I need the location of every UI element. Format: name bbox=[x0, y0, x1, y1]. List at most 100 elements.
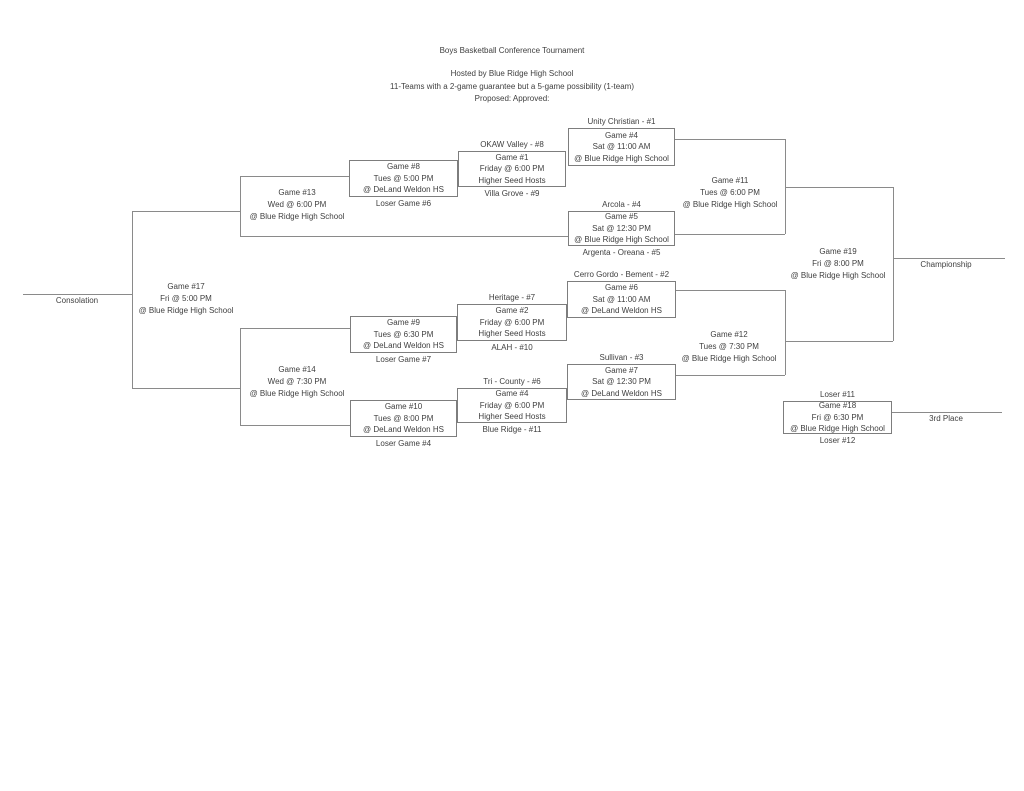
game-9-slot-text-2: @ DeLand Weldon HS bbox=[363, 341, 444, 351]
game-2-slot-text-2: Higher Seed Hosts bbox=[478, 329, 546, 339]
game-10-slot-text-2: @ DeLand Weldon HS bbox=[363, 425, 444, 435]
game-17-label-text-2: @ Blue Ridge High School bbox=[138, 306, 234, 315]
game-12-label-text-0: Game #12 bbox=[710, 330, 748, 339]
game-5-slot-text-1: Sat @ 12:30 PM bbox=[592, 223, 651, 233]
game-5-slot-text-0: Game #5 bbox=[605, 212, 638, 222]
game-13-label-text-0: Game #13 bbox=[278, 188, 316, 197]
page-title: Boys Basketball Conference Tournament bbox=[439, 46, 585, 55]
game-9-slot-seed-below: Loser Game #7 bbox=[375, 355, 432, 364]
game-14-left-line bbox=[240, 328, 241, 425]
consolation-label-text-0: Consolation bbox=[55, 296, 99, 305]
game-14-top-line bbox=[240, 328, 350, 329]
game-14-bottom-line bbox=[240, 425, 350, 426]
format-subtitle: 11-Teams with a 2-game guarantee but a 5… bbox=[390, 82, 634, 91]
game-13-label-text-2: @ Blue Ridge High School bbox=[249, 212, 345, 221]
game-6-slot-text-2: @ DeLand Weldon HS bbox=[581, 306, 662, 316]
game-11-to-game-19-line bbox=[785, 187, 893, 188]
game-12-to-game-19-line bbox=[785, 341, 893, 342]
game-5-to-game-11-line bbox=[675, 234, 785, 235]
game-8-slot-seed-below: Loser Game #6 bbox=[375, 199, 432, 208]
championship-label: Championship bbox=[920, 259, 971, 271]
game-18-slot-seed-below: Loser #12 bbox=[819, 436, 856, 445]
game-18-slot-text-1: Fri @ 6:30 PM bbox=[811, 412, 864, 422]
game-5-slot-seed-below: Argenta - Oreana - #5 bbox=[582, 248, 661, 257]
championship-line bbox=[893, 258, 1005, 259]
game-14-label-text-2: @ Blue Ridge High School bbox=[249, 389, 345, 398]
game-17-label-text-0: Game #17 bbox=[167, 282, 205, 291]
game-9-slot-text-1: Tues @ 6:30 PM bbox=[373, 329, 434, 339]
game-5-slot-seed-above: Arcola - #4 bbox=[602, 200, 641, 209]
game-7-slot-text-1: Sat @ 12:30 PM bbox=[592, 377, 651, 387]
consolation-label: Consolation bbox=[56, 295, 98, 307]
consolation-line bbox=[23, 294, 132, 295]
game-18-slot-seed-above: Loser #11 bbox=[820, 390, 855, 399]
game-2-slot-seed-below: ALAH - #10 bbox=[491, 343, 533, 352]
game-17-label-text-1: Fri @ 5:00 PM bbox=[160, 294, 212, 303]
hosted-by-subtitle: Hosted by Blue Ridge High School bbox=[450, 69, 574, 78]
game-1-slot-seed-above: OKAW Valley - #8 bbox=[480, 140, 544, 149]
game-13-left-line bbox=[240, 176, 241, 236]
game-4-lower-slot-seed-above: Tri - County - #6 bbox=[483, 377, 541, 386]
game-8-slot-text-0: Game #8 bbox=[387, 162, 420, 172]
game-11-label-text-1: Tues @ 6:00 PM bbox=[700, 188, 760, 197]
game-4-upper-slot-text-1: Sat @ 11:00 AM bbox=[592, 142, 651, 152]
game-4-lower-slot-text-1: Friday @ 6:00 PM bbox=[479, 400, 545, 410]
game-19-label-text-0: Game #19 bbox=[819, 247, 857, 256]
game-4-lower-slot-text-2: Higher Seed Hosts bbox=[478, 412, 546, 422]
game-4-to-game-11-line bbox=[675, 139, 785, 140]
game-7-to-game-12-line bbox=[676, 375, 785, 376]
game-10-slot-text-1: Tues @ 8:00 PM bbox=[373, 413, 434, 423]
game-7-slot: Game #7 Sat @ 12:30 PM@ DeLand Weldon HS bbox=[567, 364, 676, 400]
game-6-to-game-12-line bbox=[676, 290, 785, 291]
game-2-slot-text-0: Game #2 bbox=[495, 306, 529, 316]
game-19-spine bbox=[893, 187, 894, 341]
game-19-label-text-1: Fri @ 8:00 PM bbox=[812, 259, 864, 268]
spine-to-game-13-line bbox=[132, 211, 240, 212]
game-9-slot-text-0: Game #9 bbox=[387, 318, 420, 328]
game-5-slot-text-2: @ Blue Ridge High School bbox=[574, 235, 669, 245]
game-2-slot-seed-above: Heritage - #7 bbox=[488, 293, 536, 302]
game-8-slot-text-2: @ DeLand Weldon HS bbox=[363, 185, 444, 195]
third-place-label: 3rd Place bbox=[929, 413, 963, 425]
game-7-slot-text-0: Game #7 bbox=[605, 365, 638, 375]
game-19-label-text-2: @ Blue Ridge High School bbox=[790, 271, 886, 280]
game-13-label-text-1: Wed @ 6:00 PM bbox=[267, 200, 327, 209]
game-1-slot-text-1: Friday @ 6:00 PM bbox=[479, 164, 545, 174]
game-6-slot-seed-above: Cerro Gordo - Bement - #2 bbox=[573, 270, 670, 279]
proposed-approved-subtitle: Proposed: Approved: bbox=[474, 94, 550, 103]
game-11-label-text-0: Game #11 bbox=[711, 176, 749, 185]
game-18-slot-text-2: @ Blue Ridge High School bbox=[790, 424, 885, 434]
game-11-label-text-2: @ Blue Ridge High School bbox=[682, 200, 778, 209]
third-place-line bbox=[892, 412, 1002, 413]
game-7-slot-seed-above: Sullivan - #3 bbox=[599, 353, 644, 362]
game-4-upper-slot-text-2: @ Blue Ridge High School bbox=[574, 153, 669, 163]
game-7-slot-text-2: @ DeLand Weldon HS bbox=[581, 388, 662, 398]
game-2-slot-text-1: Friday @ 6:00 PM bbox=[479, 317, 545, 327]
game-6-slot-text-1: Sat @ 11:00 AM bbox=[592, 294, 651, 304]
game-10-slot-seed-below: Loser Game #4 bbox=[375, 439, 432, 448]
game-18-slot-text-0: Game #18 bbox=[818, 401, 857, 411]
third-place-label-text-0: 3rd Place bbox=[929, 414, 963, 423]
game-14-label-text-0: Game #14 bbox=[278, 365, 316, 374]
game-14-label-text-1: Wed @ 7:30 PM bbox=[267, 377, 327, 386]
game-12-spine bbox=[785, 290, 786, 375]
game-4-lower-slot-seed-below: Blue Ridge - #11 bbox=[482, 425, 542, 434]
game-8-slot-text-1: Tues @ 5:00 PM bbox=[373, 173, 434, 183]
game-4-lower-slot-text-0: Game #4 bbox=[495, 389, 529, 399]
game-12-label-text-1: Tues @ 7:30 PM bbox=[699, 342, 759, 351]
